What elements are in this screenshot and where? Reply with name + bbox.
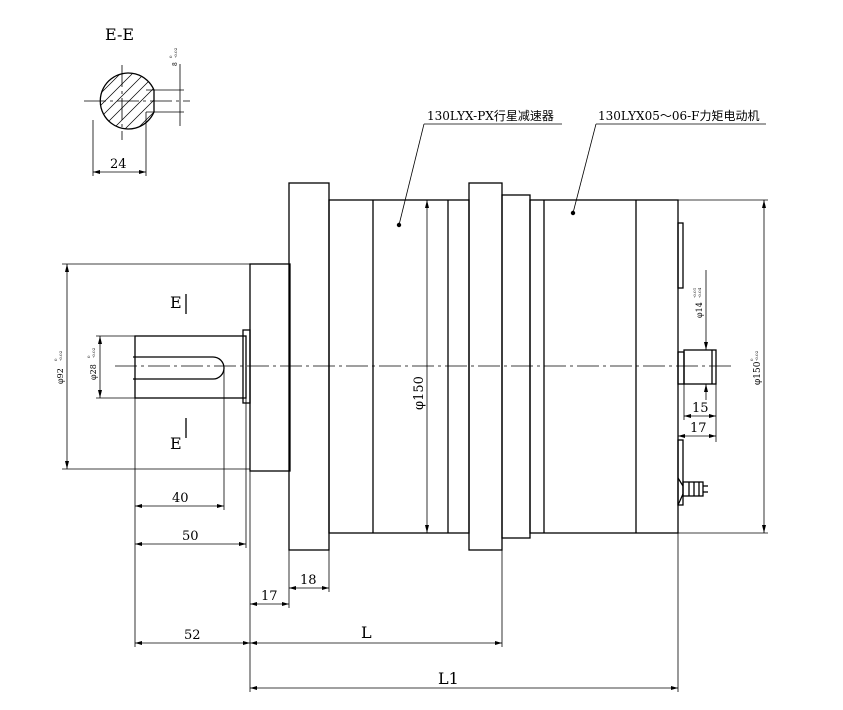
dim-52: 52 <box>184 628 201 643</box>
dim-d14-tol-lower: -0.04 <box>697 287 702 298</box>
shaft-keyway <box>133 356 225 380</box>
dim-d28: φ28 <box>89 364 98 380</box>
rear-shaft <box>683 349 717 385</box>
dim-d92-tol-lower: -0.02 <box>58 350 63 361</box>
key-tol-lower: -0.02 <box>173 47 178 58</box>
dimensions: φ150 φ92 0 -0.02 φ28 0 -0.02 φ14 -0.01 -… <box>53 199 768 692</box>
spigot <box>249 263 291 472</box>
section-hatch <box>100 73 154 130</box>
assembly-view: E E <box>115 182 735 551</box>
dim-50: 50 <box>182 529 199 544</box>
section-mark-top: E <box>170 293 182 312</box>
dim-d150-tol-lower: -0.02 <box>754 350 759 361</box>
dim-d150-right: φ150 <box>753 361 763 385</box>
motor-label: 130LYX05～06-F力矩电动机 <box>598 109 760 123</box>
reducer-flange <box>288 182 330 551</box>
adapter-ring <box>501 194 531 539</box>
rear-terminal-bottom <box>677 439 684 506</box>
dim-d28-tol-lower: -0.02 <box>91 347 96 358</box>
motor-body <box>529 199 679 534</box>
dim-40: 40 <box>172 491 189 506</box>
dim-d14-tol-upper: -0.01 <box>692 288 697 298</box>
section-title: E-E <box>105 25 134 44</box>
dim-17: 17 <box>261 589 278 604</box>
section-view-ee: E-E 8 0 -0.02 24 <box>84 25 190 176</box>
dim-15: 15 <box>692 401 709 416</box>
dim-17-right: 17 <box>690 421 707 436</box>
key-tol-upper: 0 <box>168 55 173 58</box>
section-mark-bottom: E <box>170 434 182 453</box>
dim-d150-center: φ150 <box>412 376 427 410</box>
dim-d150-tol-upper: 0 <box>749 358 754 361</box>
dim-L: L <box>361 623 372 642</box>
key-dim: 8 <box>172 62 179 66</box>
dim-d92-tol-upper: 0 <box>53 358 58 361</box>
dim-d28-tol-upper: 0 <box>86 355 91 358</box>
section-width-dim: 24 <box>110 157 127 172</box>
cable-gland-icon <box>677 477 708 506</box>
output-shaft <box>134 335 247 399</box>
middle-flange <box>468 182 503 551</box>
dim-18: 18 <box>300 573 317 588</box>
dim-d14: φ14 <box>695 302 704 318</box>
reducer-label: 130LYX-PX行星减速器 <box>427 109 554 123</box>
rear-terminal-top <box>677 222 684 289</box>
dim-d92: φ92 <box>56 368 65 384</box>
dim-L1: L1 <box>438 669 459 688</box>
callouts: 130LYX-PX行星减速器 130LYX05～06-F力矩电动机 <box>396 109 766 228</box>
rear-shaft-collar <box>677 351 685 385</box>
